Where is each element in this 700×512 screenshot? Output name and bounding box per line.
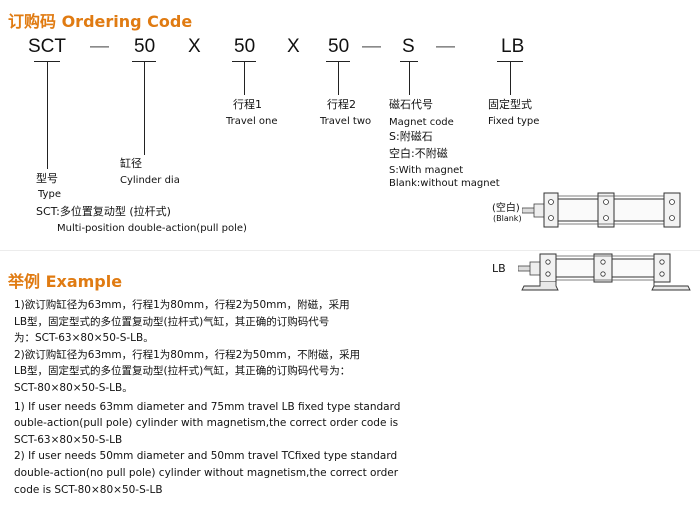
leader-cylinder <box>144 61 145 155</box>
code-dash-1: — <box>90 36 109 57</box>
leader-type <box>47 61 48 169</box>
example-line: code is SCT-80×80×50-S-LB <box>14 483 163 496</box>
sct-description-cn: SCT:多位置复动型 (拉杆式) <box>36 205 171 218</box>
example-line: 为：SCT-63×80×50-S-LB。 <box>14 332 154 345</box>
section-divider <box>0 250 700 251</box>
fixed-label-en: Fixed type <box>488 116 540 127</box>
cylinder-label-cn: 缸径 <box>120 157 142 170</box>
leader-travel-two <box>338 61 339 95</box>
example-line: LB型，固定型式的多位置复动型(拉杆式)气缸，其正确的订购码代号 <box>14 315 330 328</box>
ordering-code-title: 订购码 Ordering Code <box>8 12 193 31</box>
example-line: 2)欲订购缸径为63mm，行程1为80mm，行程2为50mm，不附磁，采用 <box>14 348 361 361</box>
code-travel-one: 50 <box>234 36 256 57</box>
cylinder-blank-drawing <box>522 192 681 228</box>
code-type: SCT <box>28 36 66 57</box>
code-dash-3: — <box>436 36 455 57</box>
travel-two-label-cn: 行程2 <box>327 98 356 111</box>
example-line: 2) If user needs 50mm diameter and 50mm … <box>14 450 398 463</box>
cylinder-lb-drawing <box>518 253 691 291</box>
travel-one-label-cn: 行程1 <box>233 98 262 111</box>
code-x-1: X <box>188 36 201 57</box>
example-line: SCT-63×80×50-S-LB <box>14 433 123 446</box>
example-line: 1) If user needs 63mm diameter and 75mm … <box>14 400 401 413</box>
leader-magnet <box>409 61 410 95</box>
travel-one-label-en: Travel one <box>226 116 278 127</box>
sct-description-en: Multi-position double-action(pull pole) <box>57 223 247 234</box>
example-line: LB型，固定型式的多位置复动型(拉杆式)气缸，其正确的订购码代号为： <box>14 365 351 378</box>
travel-two-label-en: Travel two <box>320 116 372 127</box>
blank-label-en: (Blank) <box>493 214 522 223</box>
fixed-label-cn: 固定型式 <box>488 98 532 111</box>
code-cylinder-dia: 50 <box>134 36 156 57</box>
magnet-blank-cn: 空白:不附磁 <box>389 147 448 160</box>
example-body: 1)欲订购缸径为63mm，行程1为80mm，行程2为50mm，附磁，采用 LB型… <box>14 297 400 498</box>
leader-fixed <box>510 61 511 95</box>
magnet-s-en: S:With magnet <box>389 165 464 176</box>
code-travel-two: 50 <box>328 36 350 57</box>
magnet-label-en: Magnet code <box>389 117 454 128</box>
blank-label-cn: (空白) <box>492 203 520 214</box>
type-label-cn: 型号 <box>36 172 58 185</box>
code-magnet: S <box>402 36 415 57</box>
code-dash-2: — <box>362 36 381 57</box>
example-title: 举例 Example <box>8 272 123 291</box>
lb-label: LB <box>492 262 506 275</box>
magnet-blank-en: Blank:without magnet <box>389 178 500 189</box>
magnet-s-cn: S:附磁石 <box>389 130 433 143</box>
leader-travel-one <box>244 61 245 95</box>
cylinder-label-en: Cylinder dia <box>120 175 180 186</box>
example-line: ouble-action(pull pole) cylinder with ma… <box>14 417 399 430</box>
example-line: double-action(no pull pole) cylinder wit… <box>14 466 399 479</box>
magnet-label-cn: 磁石代号 <box>389 98 433 111</box>
example-line: 1)欲订购缸径为63mm，行程1为80mm，行程2为50mm，附磁，采用 <box>14 299 350 311</box>
code-fixed-type: LB <box>501 36 525 57</box>
example-line: SCT-80×80×50-S-LB。 <box>14 381 133 394</box>
type-label-en: Type <box>38 189 61 200</box>
code-x-2: X <box>287 36 300 57</box>
